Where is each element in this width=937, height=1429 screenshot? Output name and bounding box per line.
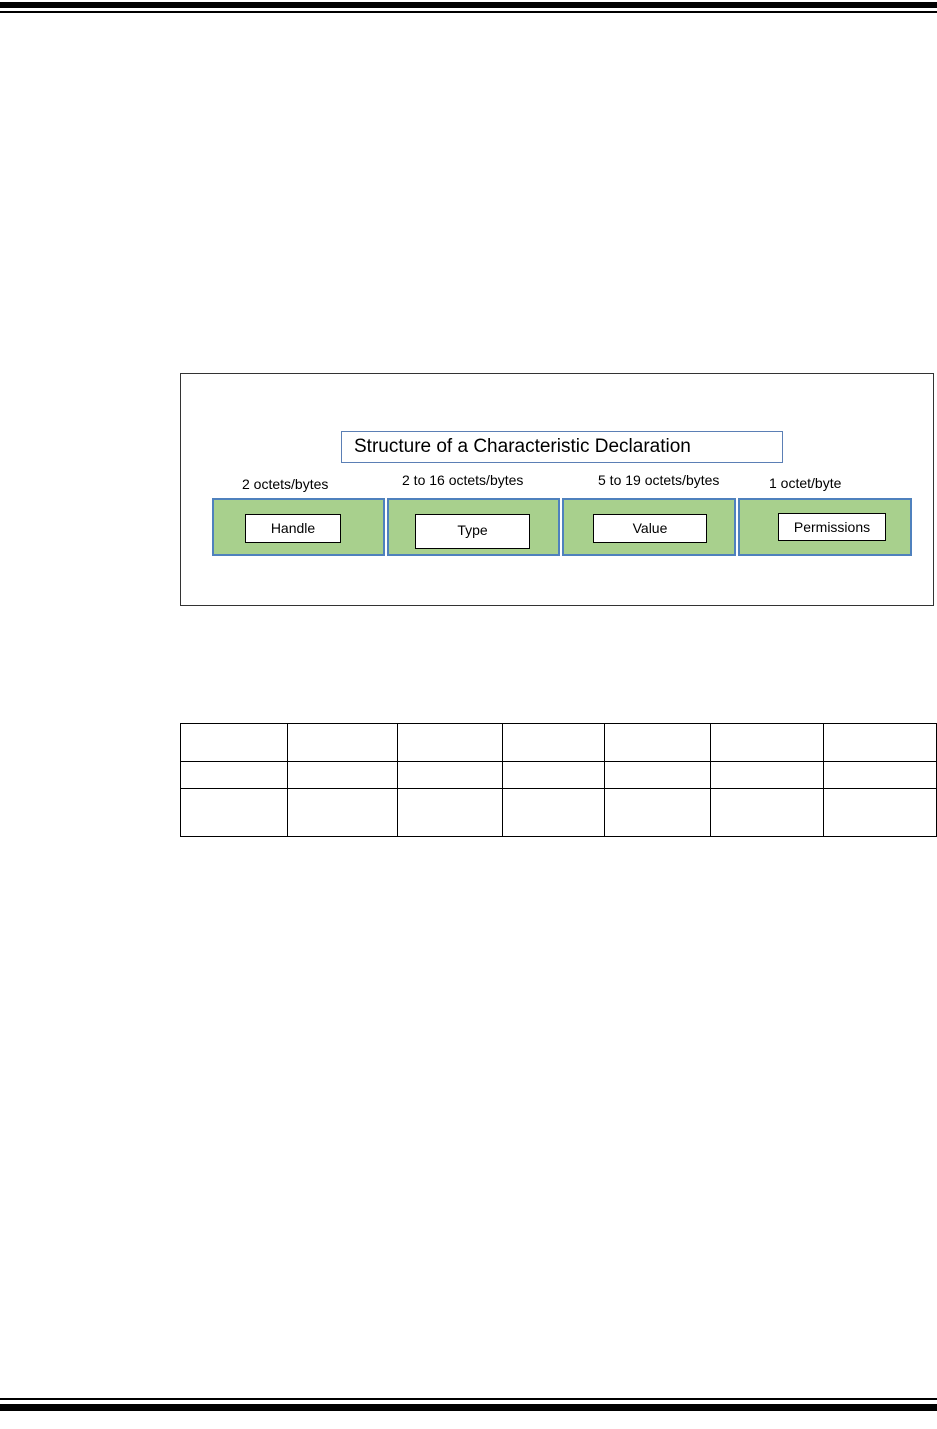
header-rule-thick — [0, 2, 937, 8]
field-handle: Handle — [245, 514, 341, 543]
table-cell — [710, 761, 824, 789]
field-type: Type — [415, 514, 530, 549]
table-cell — [397, 723, 503, 762]
table-cell — [287, 788, 398, 837]
table-cell — [823, 761, 937, 789]
size-label-permissions: 1 octet/byte — [769, 475, 842, 491]
table-cell — [180, 761, 288, 789]
field-permissions: Permissions — [778, 513, 886, 541]
footer-rule-thin — [0, 1398, 937, 1400]
table-cell — [604, 788, 711, 837]
field-value: Value — [593, 514, 707, 543]
table-row — [180, 761, 937, 789]
table-cell — [710, 723, 824, 762]
table-cell — [180, 723, 288, 762]
table-row — [180, 788, 937, 837]
field-box-handle — [212, 498, 385, 556]
table-cell — [502, 761, 605, 789]
table-cell — [502, 723, 605, 762]
table-row — [180, 723, 937, 762]
table-cell — [823, 788, 937, 837]
size-label-type: 2 to 16 octets/bytes — [402, 472, 524, 488]
header-rule-thin — [0, 11, 937, 13]
blank-table — [180, 723, 937, 837]
table-cell — [180, 788, 288, 837]
size-label-value: 5 to 19 octets/bytes — [598, 472, 720, 488]
table-cell — [397, 788, 503, 837]
table-cell — [502, 788, 605, 837]
figure-title: Structure of a Characteristic Declaratio… — [341, 431, 783, 463]
table-cell — [287, 761, 398, 789]
table-cell — [823, 723, 937, 762]
footer-rule-thick — [0, 1404, 937, 1411]
table-cell — [287, 723, 398, 762]
size-label-handle: 2 octets/bytes — [242, 476, 329, 492]
table-cell — [710, 788, 824, 837]
table-cell — [604, 761, 711, 789]
table-cell — [397, 761, 503, 789]
figure-frame — [180, 373, 934, 606]
table-cell — [604, 723, 711, 762]
